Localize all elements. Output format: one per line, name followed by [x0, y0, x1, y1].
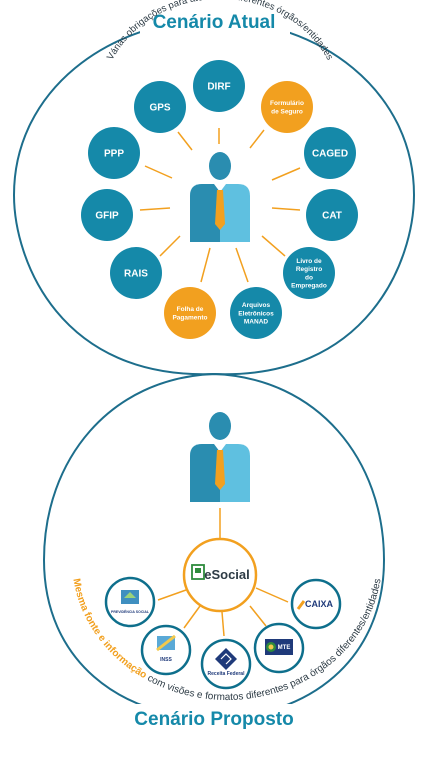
connector-cat	[271, 207, 301, 211]
person-icon-top	[190, 152, 250, 242]
bottom-connectors	[157, 587, 289, 637]
top-title: Cenário Atual	[153, 12, 276, 33]
agency-receita-label: Receita Federal	[208, 671, 246, 677]
node-rais-circle	[110, 247, 162, 299]
connector-gfip	[139, 207, 171, 211]
connector-livro	[261, 235, 286, 257]
connector-caged	[271, 167, 301, 181]
node-cat: CAT	[306, 189, 358, 241]
connector-mps	[157, 589, 187, 601]
top-connectors	[139, 128, 301, 283]
connector-mte	[249, 605, 267, 627]
connector-caixa	[255, 587, 289, 603]
bottom-title: Cenário Proposto	[134, 709, 293, 730]
node-formulario-circle	[261, 81, 313, 133]
agency-inss-label: INSS	[160, 657, 172, 663]
node-dirf-label: DIRF	[207, 82, 230, 93]
node-dirf: DIRF	[193, 60, 245, 112]
bottom-agencies: PREVIDÊNCIA SOCIAL INSS Receita Federal MTE…	[104, 576, 342, 690]
esocial-hub: eSocial	[182, 537, 258, 613]
node-gfip-label: GFIP	[95, 211, 119, 222]
node-rais: RAIS	[110, 247, 162, 299]
node-arquivos-circle	[230, 287, 282, 339]
node-livro-circle	[283, 247, 335, 299]
connector-gps	[177, 131, 193, 151]
node-ppp-label: PPP	[104, 149, 124, 160]
node-cat-circle	[306, 189, 358, 241]
node-dirf-circle	[193, 60, 245, 112]
agency-receita: Receita Federal	[200, 638, 252, 690]
node-ppp-circle	[88, 127, 140, 179]
node-gps-circle	[134, 81, 186, 133]
person-icon-bottom	[190, 412, 250, 502]
connector-ppp	[144, 165, 173, 179]
connector-inss	[183, 605, 201, 629]
node-gfip-circle	[81, 189, 133, 241]
agency-mte-label: MTE	[278, 645, 291, 651]
node-caged: CAGED	[304, 127, 356, 179]
agency-mps: PREVIDÊNCIA SOCIAL	[104, 576, 156, 628]
connector-arquivos	[235, 247, 249, 283]
esocial-label: eSocial	[204, 567, 250, 582]
node-caged-label: CAGED	[312, 149, 348, 160]
node-caged-circle	[304, 127, 356, 179]
node-cat-label: CAT	[322, 211, 342, 222]
node-rais-label: RAIS	[124, 269, 148, 280]
node-gps: GPS	[134, 81, 186, 133]
connector-receita	[221, 611, 225, 637]
node-gps-label: GPS	[149, 103, 170, 114]
esocial-logo-icon	[191, 564, 205, 580]
caixa-logo-icon	[296, 600, 306, 610]
agency-caixa-label: CAIXA	[305, 599, 334, 609]
node-folha-circle	[164, 287, 216, 339]
connector-formulario	[249, 129, 265, 149]
agency-mps-label: PREVIDÊNCIA SOCIAL	[111, 609, 150, 614]
agency-caixa-circle	[290, 578, 342, 630]
agency-mte: MTE	[253, 622, 305, 674]
agency-inss: INSS	[140, 624, 192, 676]
agency-caixa: CAIXA	[290, 578, 342, 630]
node-ppp: PPP	[88, 127, 140, 179]
connector-folha	[200, 247, 211, 283]
node-gfip: GFIP	[81, 189, 133, 241]
receita-logo-icon	[215, 648, 237, 670]
connector-rais	[159, 235, 181, 257]
